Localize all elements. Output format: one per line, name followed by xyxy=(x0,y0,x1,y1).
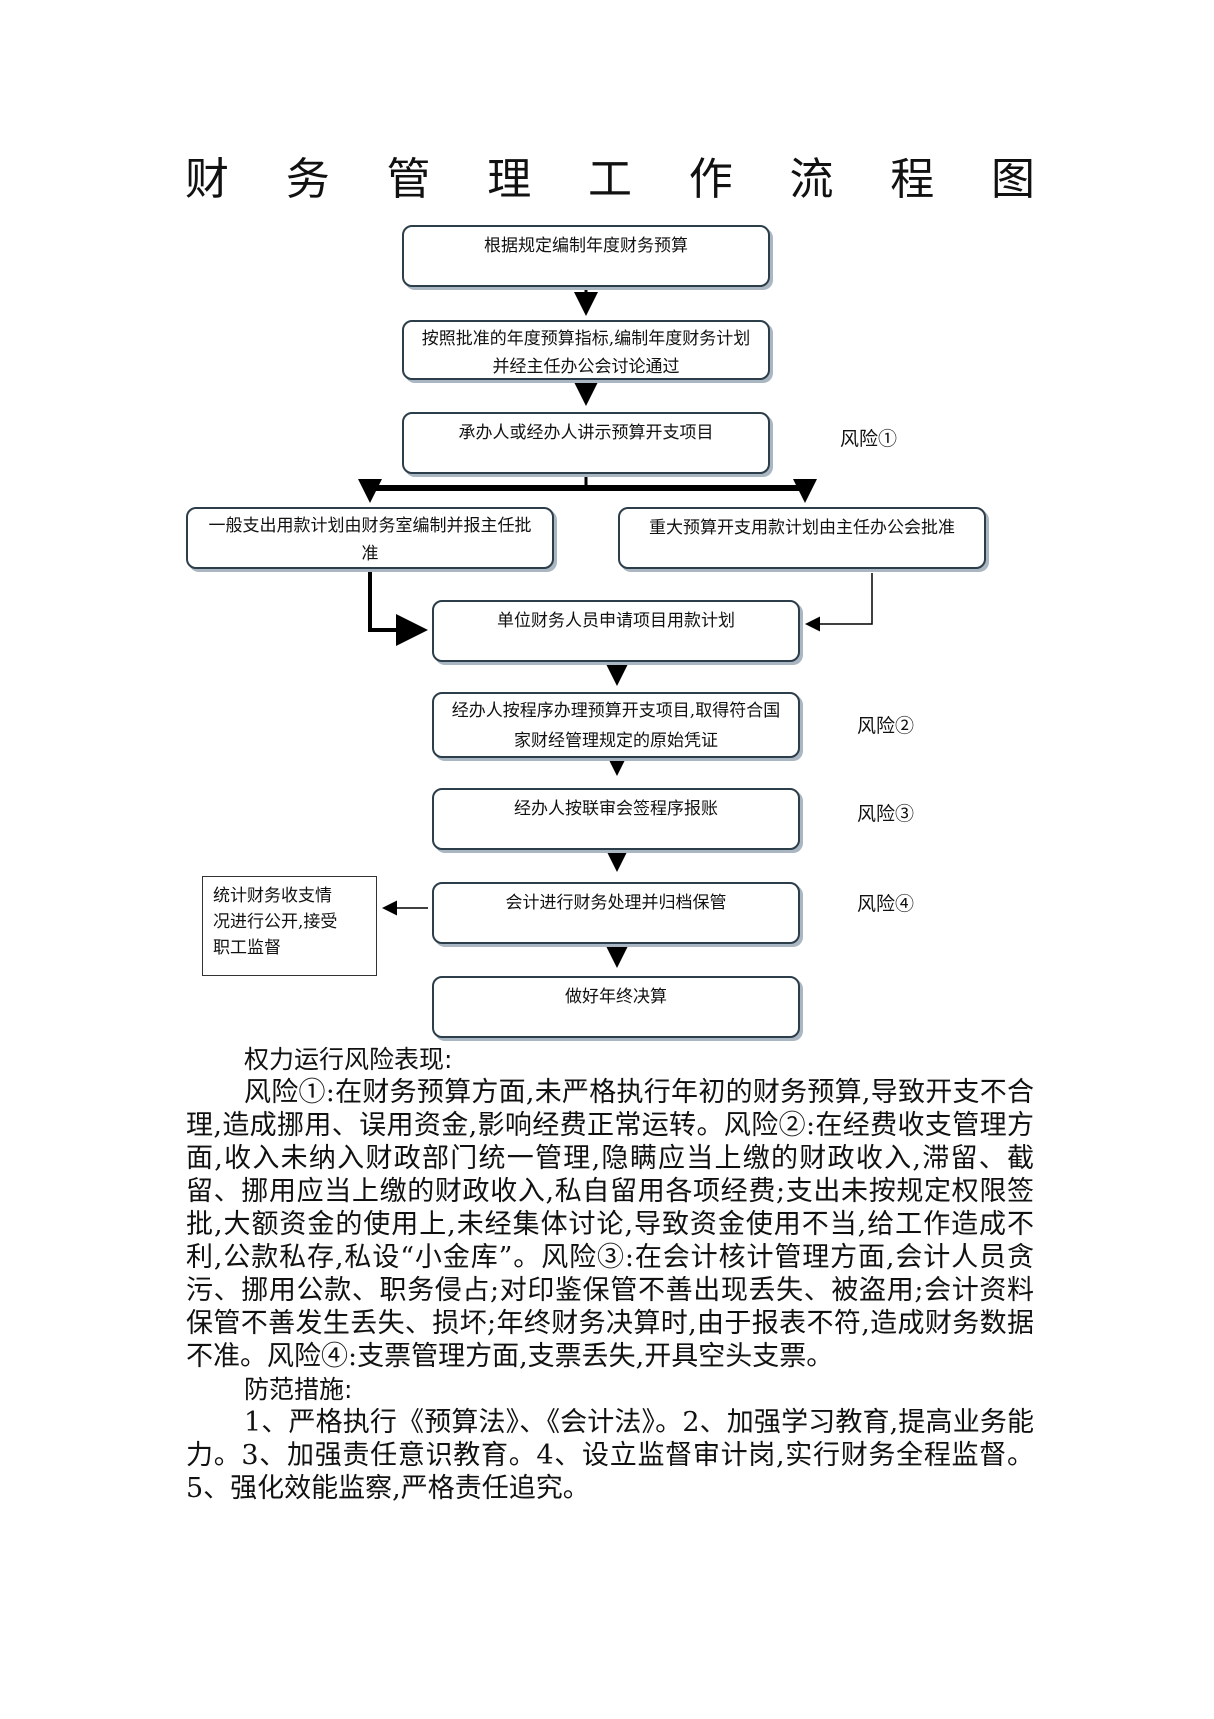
step-present-items-label: 承办人或经办人讲示预算开支项目 xyxy=(458,423,714,443)
step-obtain-vouchers-line2: 家财经管理规定的原始凭证 xyxy=(514,731,718,751)
branch-general-expense-line2: 准 xyxy=(361,544,379,564)
title-char: 图 xyxy=(991,154,1035,205)
side-disclosure-line3: 职工监督 xyxy=(213,938,281,958)
explanation-text: 权力运行风险表现: 风险①:在财务预算方面,未严格执行年初的财务预算,导致开支不… xyxy=(186,1043,1034,1505)
title-char: 理 xyxy=(487,154,532,205)
step-final-accounts-label: 做好年终决算 xyxy=(565,987,667,1007)
title-char: 务 xyxy=(285,154,330,205)
risk-heading: 权力运行风险表现: xyxy=(244,1045,453,1074)
title-char: 作 xyxy=(688,154,733,205)
risk-label-3: 风险③ xyxy=(857,803,915,825)
step-accounting-archive: 会计进行财务处理并归档保管 xyxy=(432,882,800,944)
step-obtain-vouchers-line1: 经办人按程序办理预算开支项目,取得符合国 xyxy=(451,701,781,721)
branch-major-expense-label: 重大预算开支用款计划由主任办公会批准 xyxy=(649,518,955,538)
risk-label-2: 风险② xyxy=(857,715,915,737)
side-disclosure-line1: 统计财务收支情 xyxy=(213,886,332,906)
step-present-items: 承办人或经办人讲示预算开支项目 xyxy=(402,412,770,474)
arrow-right-branch-step4 xyxy=(805,573,873,632)
step-compile-budget: 根据规定编制年度财务预算 xyxy=(402,225,770,287)
step-annual-plan-line2: 并经主任办公会讨论通过 xyxy=(492,357,680,377)
step-accounting-archive-label: 会计进行财务处理并归档保管 xyxy=(505,893,727,913)
title-char: 流 xyxy=(789,154,834,205)
title-char: 管 xyxy=(386,154,431,205)
arrow-left-branch-step4 xyxy=(368,569,428,646)
measures-heading: 防范措施: xyxy=(244,1375,353,1404)
step-reimbursement: 经办人按联审会签程序报账 xyxy=(432,788,800,850)
side-disclosure-line2: 况进行公开,接受 xyxy=(213,912,338,932)
risk-label-1: 风险① xyxy=(840,428,898,450)
step-apply-plan-label: 单位财务人员申请项目用款计划 xyxy=(497,611,735,631)
risk-description: 风险①:在财务预算方面,未严格执行年初的财务预算,导致开支不合理,造成挪用、误用… xyxy=(186,1077,1034,1372)
page-title: 财务管理工作流程图 xyxy=(185,150,1035,210)
step-reimbursement-label: 经办人按联审会签程序报账 xyxy=(514,799,718,819)
branch-major-expense: 重大预算开支用款计划由主任办公会批准 xyxy=(618,507,986,569)
step-obtain-vouchers: 经办人按程序办理预算开支项目,取得符合国 家财经管理规定的原始凭证 xyxy=(432,692,800,758)
step-annual-plan: 按照批准的年度预算指标,编制年度财务计划 并经主任办公会讨论通过 xyxy=(402,320,770,380)
title-char: 程 xyxy=(890,154,935,205)
branch-general-expense-line1: 一般支出用款计划由财务室编制并报主任批 xyxy=(208,516,532,536)
title-char: 财 xyxy=(185,154,229,205)
branch-general-expense: 一般支出用款计划由财务室编制并报主任批 准 xyxy=(186,507,554,569)
step-apply-plan: 单位财务人员申请项目用款计划 xyxy=(432,600,800,662)
step-annual-plan-line1: 按照批准的年度预算指标,编制年度财务计划 xyxy=(421,329,751,349)
step-compile-budget-label: 根据规定编制年度财务预算 xyxy=(484,236,688,256)
measures-description: 1、严格执行《预算法》、《会计法》。2、加强学习教育,提高业务能力。3、加强责任… xyxy=(186,1407,1034,1504)
side-disclosure: 统计财务收支情 况进行公开,接受 职工监督 xyxy=(202,876,377,976)
risk-label-4: 风险④ xyxy=(857,893,915,915)
step-final-accounts: 做好年终决算 xyxy=(432,976,800,1038)
title-char: 工 xyxy=(588,154,632,205)
